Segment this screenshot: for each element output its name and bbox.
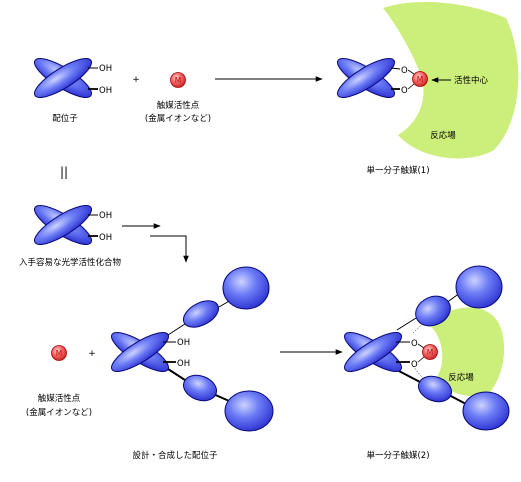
step-arrow-down xyxy=(150,235,189,263)
metal-symbol: M xyxy=(417,75,423,84)
ligand-diol-top: OH OH xyxy=(29,51,112,105)
reaction-field-label: 反応場 xyxy=(430,130,456,141)
active-site-label: 触媒活性点 xyxy=(38,393,81,404)
metal-symbol: M xyxy=(175,76,181,85)
metal-ion-top: M xyxy=(170,72,186,88)
oh-label: OH xyxy=(177,359,190,369)
active-site-sublabel: (金属イオンなど) xyxy=(26,407,92,418)
oh-label: OH xyxy=(99,64,112,74)
oh-label: OH xyxy=(177,338,190,348)
catalyst-1-label: 単一分子触媒(1) xyxy=(366,165,429,176)
designed-ligand-label: 設計・合成した配位子 xyxy=(132,450,218,461)
oxygen-label: O xyxy=(401,86,408,96)
equivalence-mark: || xyxy=(60,165,68,179)
metal-symbol: M xyxy=(427,348,433,357)
reaction-field-2 xyxy=(428,307,505,397)
active-center-label: 活性中心 xyxy=(454,75,489,86)
oh-label: OH xyxy=(99,211,112,221)
plus-sign: + xyxy=(88,349,96,359)
reaction-field-label: 反応場 xyxy=(448,372,474,383)
ligand-diol-available: OH OH xyxy=(29,198,112,252)
oxygen-label: O xyxy=(411,360,418,370)
catalyst-1: O O M xyxy=(332,51,428,105)
oxygen-label: O xyxy=(411,339,418,349)
plus-sign: + xyxy=(132,75,140,85)
metal-symbol: M xyxy=(56,349,62,358)
active-site-label: 触媒活性点 xyxy=(157,100,200,111)
catalyst-2-label: 単一分子触媒(2) xyxy=(366,450,429,461)
catalyst-2: O O M xyxy=(339,265,510,431)
active-site-sublabel: (金属イオンなど) xyxy=(145,113,211,124)
oh-label: OH xyxy=(99,233,112,243)
ligand-label: 配位子 xyxy=(52,113,78,124)
designed-ligand: OH OH xyxy=(106,266,274,432)
metal-ion-bottom: M xyxy=(51,345,67,361)
oh-label: OH xyxy=(99,86,112,96)
available-ligand-label: 入手容易な光学活性化合物 xyxy=(19,257,122,268)
oxygen-label: O xyxy=(401,66,408,76)
